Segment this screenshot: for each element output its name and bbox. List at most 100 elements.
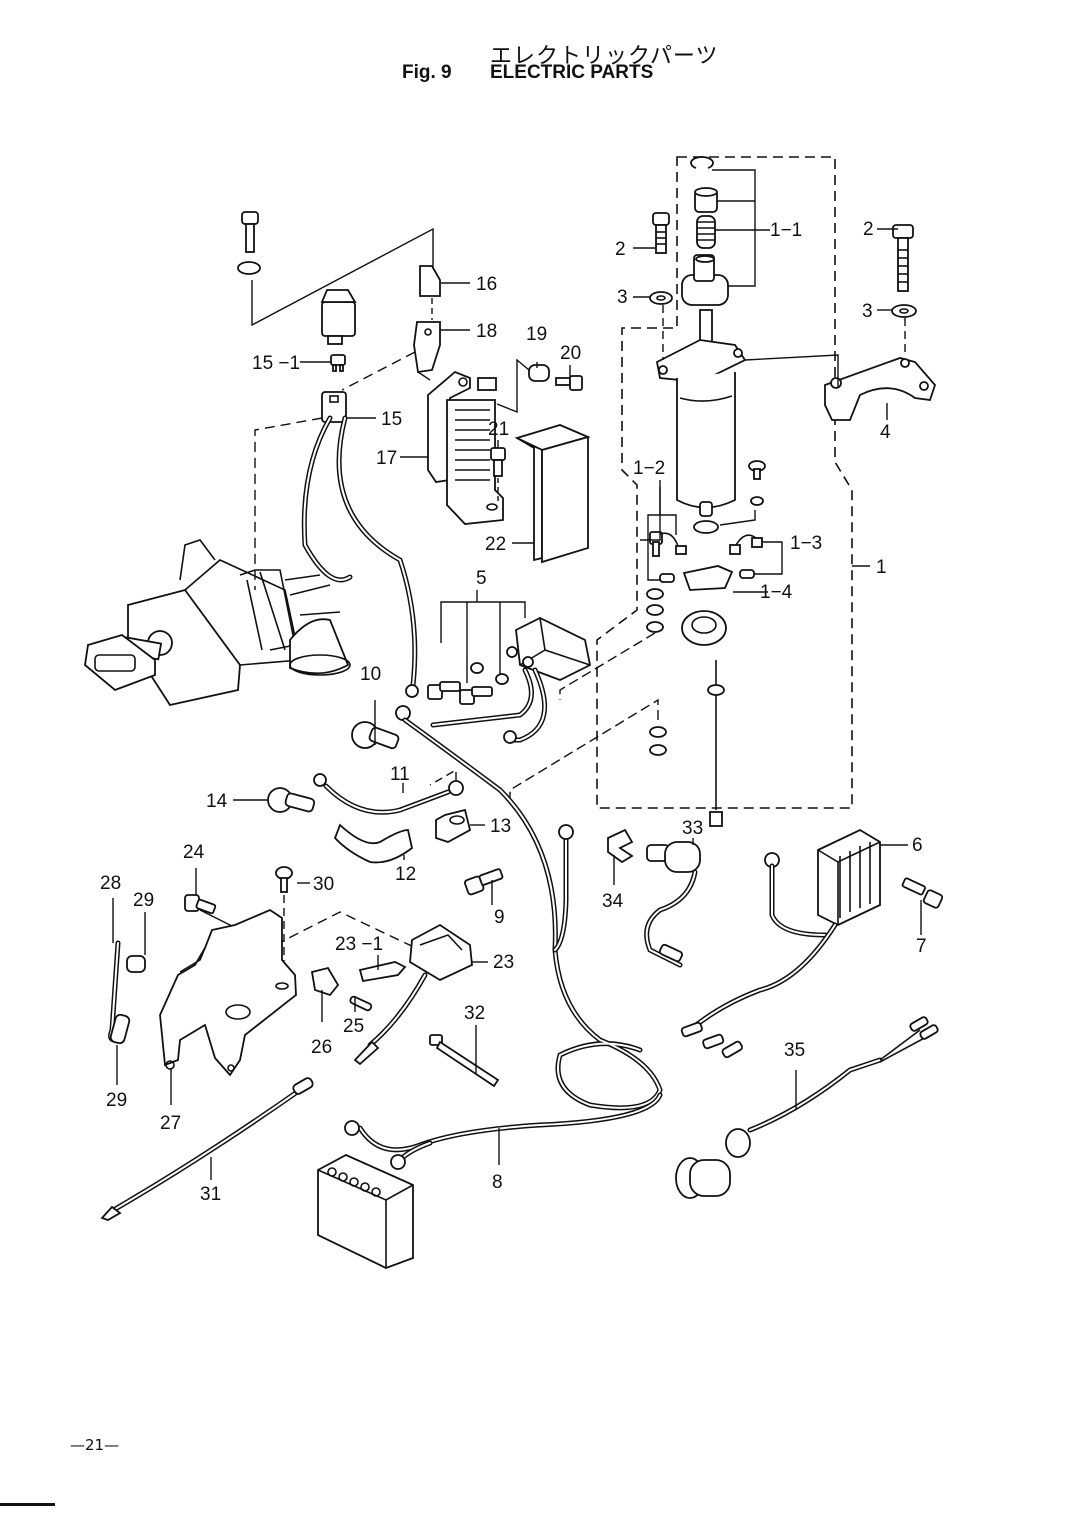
callout-32: 32 xyxy=(464,1003,485,1024)
washer-stack-part xyxy=(646,588,664,633)
callout-4: 4 xyxy=(880,422,891,443)
screw-part xyxy=(748,460,766,506)
callout-1-2: 1−2 xyxy=(633,458,665,479)
callout-23: 23 xyxy=(493,952,514,973)
callout-2: 2 xyxy=(615,239,626,260)
callout-14: 14 xyxy=(206,791,228,812)
relay-part xyxy=(320,289,357,345)
callout-1-3: 1−3 xyxy=(790,533,822,554)
bolt-part xyxy=(241,211,259,253)
collar-part xyxy=(528,364,550,382)
callout-33: 33 xyxy=(682,818,703,839)
callout-15-1: 15 −1 xyxy=(252,353,300,374)
bolt-part xyxy=(555,375,583,391)
engine-housing-part xyxy=(84,539,351,707)
plate-part xyxy=(413,321,441,374)
washer-part xyxy=(649,291,673,305)
lever-part xyxy=(310,966,340,997)
pinion-set-part xyxy=(681,156,729,306)
nut-part xyxy=(649,726,667,756)
through-bolt-part xyxy=(707,660,725,827)
terminal-cap-part xyxy=(435,808,472,843)
figure-number: Fig. 9 xyxy=(402,62,452,83)
switch-part xyxy=(353,923,473,1066)
callout-23-1: 23 −1 xyxy=(335,934,383,955)
figure-title: ELECTRIC PARTS xyxy=(490,62,654,83)
cord-set-part xyxy=(675,1016,939,1199)
starter-motor-part xyxy=(655,309,747,534)
starter-assembly-boundary xyxy=(596,156,853,809)
starter-bracket-part xyxy=(824,357,937,421)
connector-part xyxy=(680,1021,743,1059)
main-switch-part xyxy=(644,841,701,968)
callout-16: 16 xyxy=(476,274,497,295)
callout-27: 27 xyxy=(160,1113,181,1134)
callout-29: 29 xyxy=(106,1090,127,1111)
tube-part xyxy=(333,823,414,864)
bolt-part xyxy=(464,868,504,896)
callout-30: 30 xyxy=(313,874,334,895)
bracket-part xyxy=(427,370,504,525)
callout-26: 26 xyxy=(311,1037,332,1058)
callout-29: 29 xyxy=(133,890,154,911)
clip-part xyxy=(109,1013,131,1045)
clip-part xyxy=(607,828,634,864)
screw-part xyxy=(275,866,293,893)
brush-set-part xyxy=(647,487,687,583)
callout-12: 12 xyxy=(395,864,416,885)
bolt-part xyxy=(427,681,461,700)
callout-22: 22 xyxy=(485,534,506,555)
callout-21: 21 xyxy=(488,419,509,440)
terminal-cap-part xyxy=(267,787,316,813)
callout-1: 1 xyxy=(876,557,887,578)
bolt-part xyxy=(490,447,506,477)
callout-3: 3 xyxy=(862,301,873,322)
page-number: —21— xyxy=(70,1436,120,1454)
callout-25: 25 xyxy=(343,1016,364,1037)
callout-5: 5 xyxy=(476,568,487,589)
nut-part xyxy=(470,662,484,674)
plate-part xyxy=(159,908,297,1077)
bolt-part xyxy=(892,224,914,292)
callout-7: 7 xyxy=(916,936,927,957)
band-part xyxy=(429,1034,500,1088)
callout-13: 13 xyxy=(490,816,511,837)
terminal-cap-part xyxy=(351,721,400,750)
bolt-part xyxy=(184,894,217,915)
fuse-part xyxy=(330,354,346,372)
nut-part xyxy=(495,673,509,685)
fuse-holder-part xyxy=(321,391,347,423)
callout-19: 19 xyxy=(526,324,547,345)
washer-part xyxy=(891,304,917,318)
callout-17: 17 xyxy=(376,448,397,469)
callout-11: 11 xyxy=(390,764,410,785)
callout-6: 6 xyxy=(912,835,923,856)
callout-1-4: 1−4 xyxy=(760,582,793,603)
pin-part xyxy=(358,961,407,983)
figure-title-japanese: エレクトリックパーツ xyxy=(490,44,719,69)
end-cover-part xyxy=(681,610,727,646)
callout-24: 24 xyxy=(183,842,205,863)
washer-part xyxy=(237,261,261,275)
callout-18: 18 xyxy=(476,321,497,342)
bolt-part xyxy=(901,877,944,909)
scan-edge-mark xyxy=(0,1503,55,1506)
callout-1-1: 1−1 xyxy=(770,220,802,241)
clip-part xyxy=(126,955,146,973)
starter-relay-part xyxy=(506,616,592,681)
pin-part xyxy=(349,995,373,1012)
cover-part xyxy=(514,424,591,564)
callout-9: 9 xyxy=(494,907,505,928)
callout-8: 8 xyxy=(492,1172,503,1193)
cord-part xyxy=(100,1077,314,1221)
battery-part xyxy=(317,1153,414,1269)
bolt-part xyxy=(652,212,670,254)
callout-3: 3 xyxy=(617,287,628,308)
callout-28: 28 xyxy=(100,873,121,894)
brush-holder-part xyxy=(682,510,783,591)
callout-2: 2 xyxy=(863,219,874,240)
callout-35: 35 xyxy=(784,1040,805,1061)
clip-part xyxy=(419,265,441,297)
callout-34: 34 xyxy=(602,891,624,912)
